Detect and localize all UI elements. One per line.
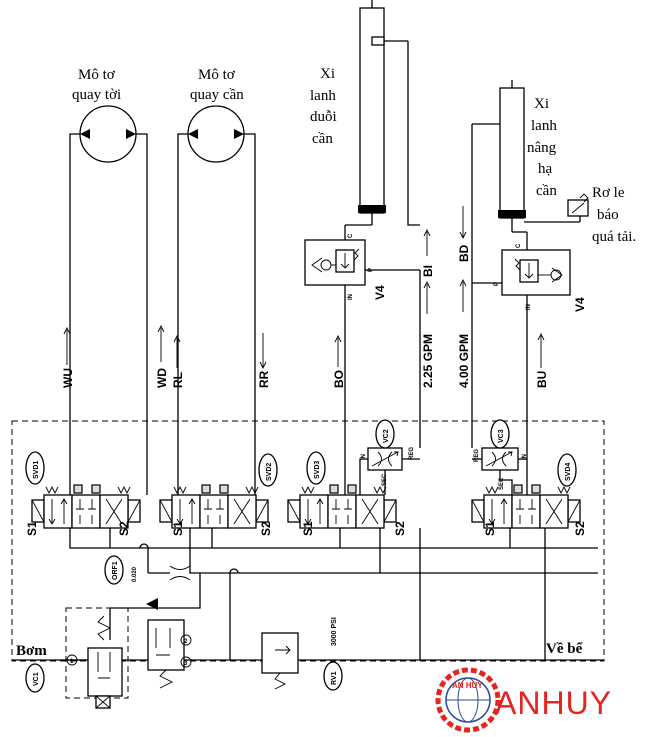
vc3-port-in: IN: [522, 454, 528, 460]
seq-port-2: 2: [184, 639, 188, 645]
orifice-orf1: ORF1: [104, 555, 191, 585]
counterbalance-valve-v4-extend: [304, 224, 420, 286]
relay-label-2: báo: [597, 207, 619, 223]
overload-relay-switch: [567, 193, 589, 217]
solenoid-valve-bank: [31, 484, 581, 529]
svd4-s2: S2: [573, 521, 587, 536]
svd1-s2: S2: [117, 521, 131, 536]
line-bi: BI: [421, 265, 435, 277]
line-rl: RL: [171, 372, 185, 388]
svd4-tag: SVD4: [557, 453, 577, 487]
extend-cyl-label-2: lanh: [310, 88, 336, 104]
extend-cyl-label-3: duỗi: [310, 109, 337, 125]
svd4-valve: [471, 484, 581, 529]
tank-label: Về bể: [546, 641, 583, 657]
svd2-s1: S1: [171, 521, 185, 536]
line-wu: WU: [61, 368, 75, 388]
line-bo: BO: [332, 370, 346, 388]
svd4-label: SVD4: [565, 463, 572, 481]
orf1-size: 0.020: [132, 566, 138, 582]
vc2-port-in: IN: [361, 454, 367, 460]
v4-lift-port-in: IN: [526, 304, 532, 310]
boom-motor-label-2: quay cần: [190, 87, 244, 103]
v4-extend-port-in: IN: [348, 294, 354, 300]
lift-cyl-label-5: cần: [536, 183, 557, 199]
line-flow-225: 2.25 GPM: [421, 334, 435, 388]
v4-extend-port-p: P: [368, 268, 374, 272]
v4-lift-port-c: C: [516, 243, 522, 248]
svd2-label: SVD2: [266, 463, 273, 481]
orf1-label: ORF1: [112, 561, 119, 580]
relief-valve-rv1: RV1: [261, 632, 343, 691]
v4-lift-port-p: P: [494, 282, 500, 286]
line-rr: RR: [257, 370, 271, 388]
vc2-port-reg: REG: [409, 447, 415, 460]
vc1-label: VC1: [33, 672, 40, 686]
priority-valve-vc1: VC1 1: [25, 607, 129, 709]
flow-control-vc3: VC3: [481, 419, 519, 471]
vc1-port-1: 1: [70, 659, 74, 665]
logo-ring-text: AN HUY: [452, 681, 483, 690]
sequence-valve: 2 3: [146, 598, 192, 689]
relay-label-3: quá tải.: [592, 229, 636, 245]
v4-lift-label: V4: [573, 297, 587, 312]
vc3-port-reg: REG: [474, 449, 480, 462]
svd2-tag: SVD2: [258, 453, 278, 487]
flow-control-vc2: VC2: [367, 419, 403, 471]
svd2-valve: [159, 484, 269, 529]
v4-extend-label: V4: [373, 285, 387, 300]
solenoid-labels: S1 S2 S1 S2 S1 S2 S1 S2: [25, 521, 587, 536]
svd3-valve: [287, 484, 397, 529]
extend-cyl-label-4: cần: [312, 131, 333, 147]
svd2-s2: S2: [259, 521, 273, 536]
svd3-s1: S1: [301, 521, 315, 536]
valve-block-boundary: [11, 420, 605, 662]
rv1-label: RV1: [331, 671, 338, 685]
relief-pressure: 3000 PSI: [331, 617, 338, 646]
winch-motor: [79, 105, 137, 163]
lift-cyl-label-2: lanh: [531, 118, 557, 134]
vc3-label: VC3: [498, 429, 505, 443]
boom-rotation-motor: [187, 105, 245, 163]
extend-cyl-label-1: Xi: [320, 66, 335, 82]
svd1-s1: S1: [25, 521, 39, 536]
counterbalance-valve-v4-lift: [472, 231, 571, 296]
pump-label: Bơm: [16, 643, 47, 659]
boom-motor-label-1: Mô tơ: [198, 67, 236, 83]
winch-motor-label-2: quay tời: [72, 87, 121, 103]
relay-label-1: Rơ le: [592, 185, 625, 201]
svd1-valve: [31, 484, 141, 529]
svd3-s2: S2: [393, 521, 407, 536]
line-bd: BD: [457, 244, 471, 262]
svd3-label: SVD3: [314, 461, 321, 479]
anhuy-logo: AN HUY ANHUY: [435, 667, 612, 733]
boom-lift-cylinder: [472, 80, 581, 232]
winch-motor-label-1: Mô tơ: [78, 67, 116, 83]
line-labels: WU WD RL RR BO BI 2.25 GPM BD 4.00 GPM B…: [61, 206, 549, 388]
svd3-tag: SVD3: [306, 451, 326, 485]
line-bu: BU: [535, 371, 549, 388]
logo-text: ANHUY: [495, 685, 612, 721]
svd1-label: SVD1: [33, 461, 40, 479]
vc3-port-sec: SEC: [499, 477, 505, 490]
seq-port-3: 3: [184, 661, 188, 667]
line-flow-400: 4.00 GPM: [457, 334, 471, 388]
vc2-label: VC2: [383, 429, 390, 443]
v4-extend-port-c: C: [348, 233, 354, 238]
svd4-s1: S1: [483, 521, 497, 536]
lift-cyl-label-1: Xi: [534, 96, 549, 112]
svd1-tag: SVD1: [25, 451, 45, 485]
boom-extend-cylinder: [358, 0, 409, 225]
lift-cyl-label-4: hạ: [538, 161, 553, 177]
line-wd: WD: [155, 368, 169, 388]
lift-cyl-label-3: nâng: [527, 140, 557, 156]
